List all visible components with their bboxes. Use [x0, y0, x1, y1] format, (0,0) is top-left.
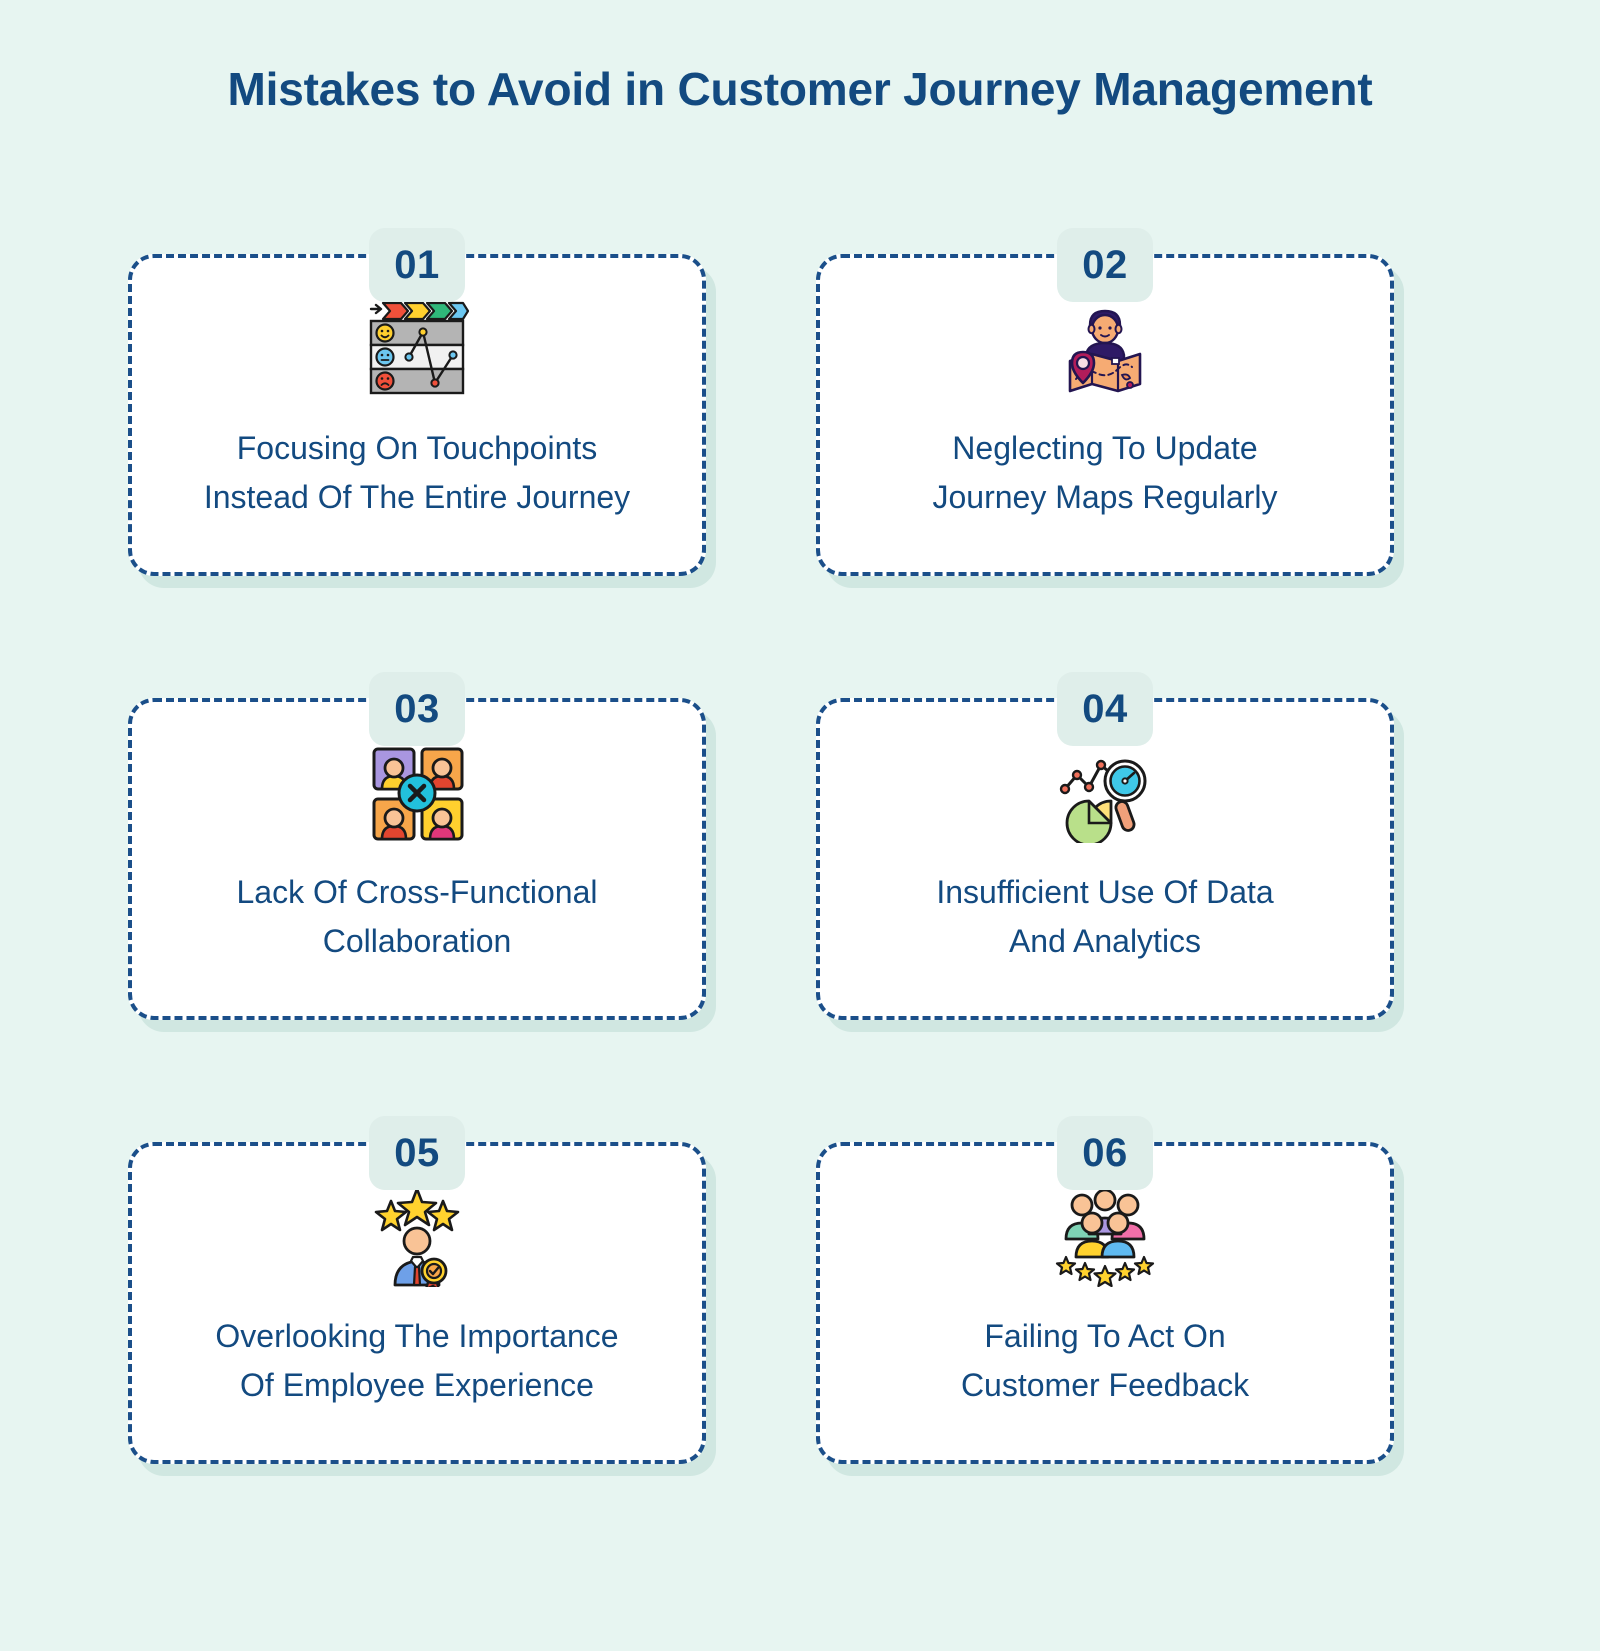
team-network-icon	[361, 740, 473, 846]
card-number-badge: 06	[1057, 1116, 1153, 1190]
customer-group-rating-icon	[1049, 1184, 1161, 1290]
card-label: Failing To Act On Customer Feedback	[960, 1318, 1250, 1403]
card-04[interactable]: 04	[816, 672, 1394, 1020]
card-number-badge: 03	[369, 672, 465, 746]
card-number-badge: 04	[1057, 672, 1153, 746]
card-body	[816, 698, 1394, 1020]
card-label: Neglecting To Update Journey Maps Regula…	[932, 430, 1278, 515]
card-01[interactable]: 01	[128, 228, 706, 576]
card-number-badge: 01	[369, 228, 465, 302]
card-05[interactable]: 05	[128, 1116, 706, 1464]
card-number-badge: 05	[369, 1116, 465, 1190]
card-03[interactable]: 03	[128, 672, 706, 1020]
card-02[interactable]: 02	[816, 228, 1394, 576]
card-label: Overlooking The Importance Of Employee E…	[215, 1318, 619, 1403]
page-title: Mistakes to Avoid in Customer Journey Ma…	[227, 63, 1373, 115]
card-body	[816, 254, 1394, 576]
card-label: Lack Of Cross-Functional Collaboration	[236, 874, 598, 959]
journey-map-chart-icon	[361, 296, 473, 402]
data-analytics-magnifier-icon	[1049, 740, 1161, 846]
card-number-badge: 02	[1057, 228, 1153, 302]
cards-grid: 01	[128, 228, 1474, 1464]
person-holding-map-icon	[1049, 296, 1161, 402]
card-label: Insufficient Use Of Data And Analytics	[936, 874, 1274, 959]
card-label: Focusing On Touchpoints Instead Of The E…	[203, 430, 631, 515]
employee-award-stars-icon	[361, 1184, 473, 1290]
card-06[interactable]: 06	[816, 1116, 1394, 1464]
